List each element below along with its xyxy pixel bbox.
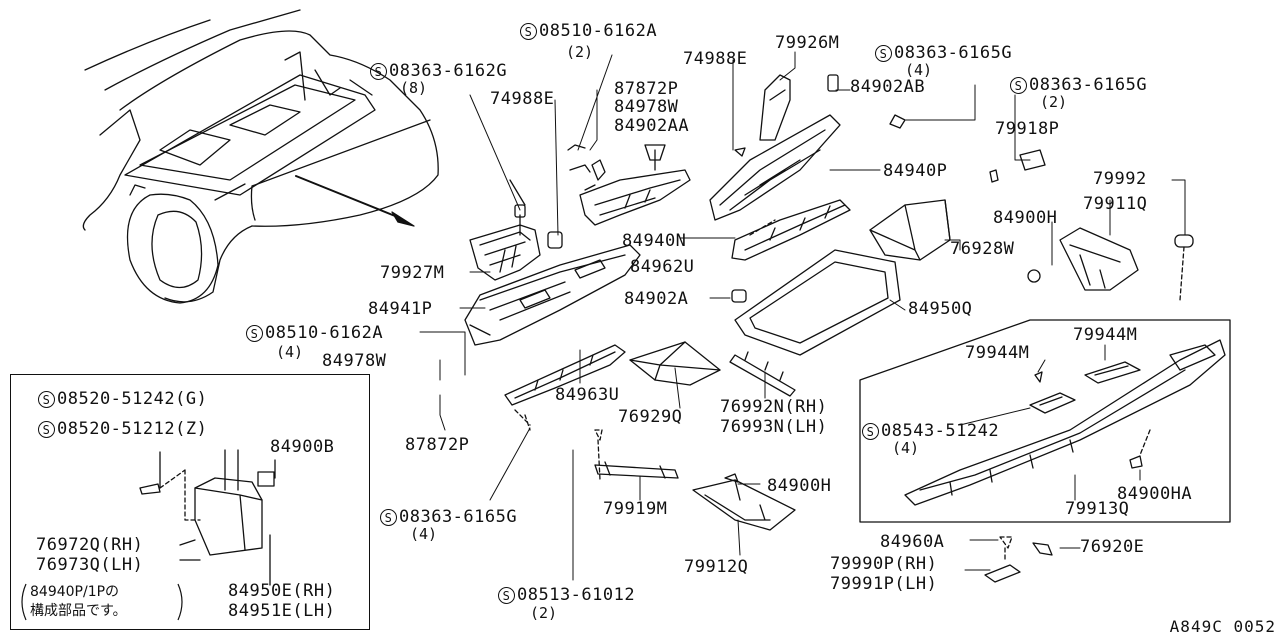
callout-87872P-mid: 87872P — [405, 435, 470, 455]
part-84940P — [709, 74, 906, 221]
callout-79992: 79992 — [1093, 169, 1147, 189]
callout-79918P: 79918P — [995, 119, 1060, 139]
callout-84960A: 84960A — [880, 532, 945, 552]
callout-qty-2-top: (2) — [566, 43, 594, 61]
callout-qty-2-bottom: (2) — [530, 604, 558, 622]
callout-76972Q-RH: 76972Q(RH) — [36, 535, 144, 555]
part-84940N — [579, 144, 691, 226]
callout-84978W-mid: 84978W — [322, 351, 387, 371]
callout-qty-4-a: (4) — [905, 61, 933, 79]
part-84950Q — [731, 249, 901, 356]
part-84962U — [731, 199, 851, 261]
callout-74988E-top: 74988E — [683, 49, 748, 69]
callout-qty-4-bottom: (4) — [410, 525, 438, 543]
part-76992N — [729, 351, 796, 397]
inset-note-line2: 構成部品です。 — [30, 603, 127, 619]
callout-84900H-bottom: 84900H — [767, 476, 832, 496]
callout-79944M-a: 79944M — [965, 343, 1030, 363]
part-76928W — [869, 199, 951, 261]
callout-qty-4-right: (4) — [892, 439, 920, 457]
part-79913Q-group — [859, 319, 1231, 523]
callout-84963U: 84963U — [555, 385, 620, 405]
callout-79911Q: 79911Q — [1083, 194, 1148, 214]
callout-79919M: 79919M — [603, 499, 668, 519]
callout-84962U: 84962U — [630, 257, 695, 277]
callout-84900H-right: 84900H — [993, 208, 1058, 228]
callout-84940N: 84940N — [622, 231, 687, 251]
callout-84902AA: 84902AA — [614, 116, 690, 136]
callout-74988E-mid: 74988E — [490, 89, 555, 109]
callout-84978W-top: 84978W — [614, 97, 679, 117]
part-79911Q — [1027, 227, 1194, 301]
callout-76973Q-LH: 76973Q(LH) — [36, 555, 144, 575]
inset-note-brackets — [21, 583, 183, 621]
callout-76929Q: 76929Q — [618, 407, 683, 427]
callout-79991P-LH: 79991P(LH) — [830, 574, 938, 594]
part-79912Q — [692, 473, 796, 531]
callout-79913Q: 79913Q — [1065, 499, 1130, 519]
inset-parts — [139, 449, 276, 586]
part-79919M — [594, 429, 679, 481]
inset-box — [10, 374, 370, 630]
callout-87872P-top: 87872P — [614, 79, 679, 99]
callout-qty-4-mid: (4) — [276, 343, 304, 361]
callout-qty-2-b: (2) — [1040, 93, 1068, 111]
callout-76992N-RH: 76992N(RH) — [720, 397, 828, 417]
part-76929Q — [629, 341, 721, 386]
callout-84902A: 84902A — [624, 289, 689, 309]
part-79927M — [469, 179, 541, 281]
callout-84940P: 84940P — [883, 161, 948, 181]
leader-lines — [419, 51, 1186, 581]
callout-qty-8: (8) — [400, 79, 428, 97]
callout-79990P-RH: 79990P(RH) — [830, 554, 938, 574]
callout-84900HA: 84900HA — [1117, 484, 1193, 504]
callout-84950E-RH: 84950E(RH) — [228, 581, 336, 601]
callout-84941P: 84941P — [368, 299, 433, 319]
callout-84951E-LH: 84951E(LH) — [228, 601, 336, 621]
callout-79912Q: 79912Q — [684, 557, 749, 577]
callout-76928W: 76928W — [950, 239, 1015, 259]
callout-76920E: 76920E — [1080, 537, 1145, 557]
callout-84950Q: 84950Q — [908, 299, 973, 319]
callout-84902AB: 84902AB — [850, 77, 926, 97]
diagram-code: A849C 0052 — [1169, 617, 1276, 636]
callout-76993N-LH: 76993N(LH) — [720, 417, 828, 437]
part-small-clips — [984, 536, 1053, 583]
callout-79926M: 79926M — [775, 33, 840, 53]
part-84963U — [504, 344, 626, 431]
vehicle-rear-outline — [82, 9, 439, 304]
callout-79944M-b: 79944M — [1073, 325, 1138, 345]
callout-79927M: 79927M — [380, 263, 445, 283]
inset-note-line1: 84940P/1Pの — [30, 584, 120, 600]
part-84941P — [464, 144, 641, 346]
callout-84900B: 84900B — [270, 437, 335, 457]
part-79918P — [989, 149, 1046, 183]
